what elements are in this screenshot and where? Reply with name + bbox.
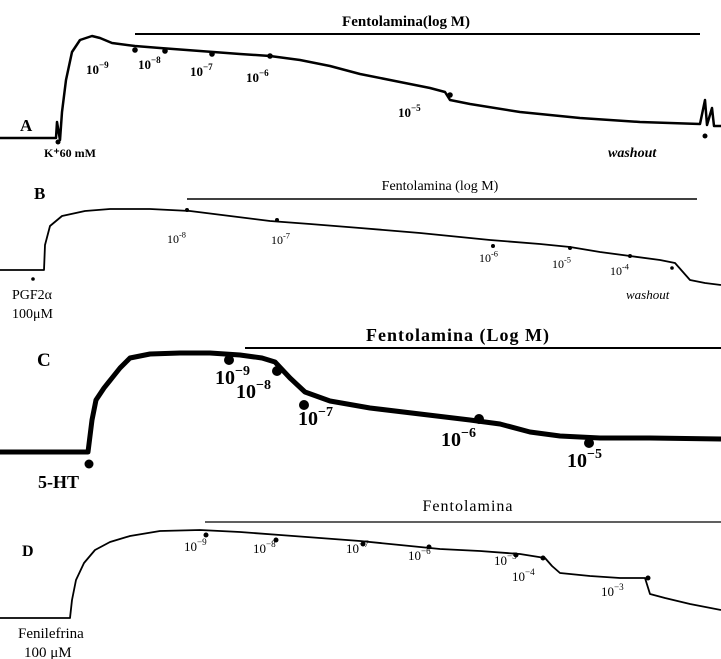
panel-letter: B (34, 184, 45, 203)
dose-marker (541, 556, 546, 561)
stimulus-label: 5-HT (38, 472, 79, 492)
dose-label: 10−4 (512, 567, 535, 584)
dose-label: 10−7 (298, 405, 333, 430)
dose-marker (491, 244, 495, 248)
dose-label: 10−9 (86, 60, 109, 77)
stimulus-label: PGF2α (12, 288, 53, 303)
dose-marker (56, 140, 61, 145)
dose-marker (267, 53, 273, 59)
dose-marker (646, 576, 651, 581)
dose-label: 10-4 (610, 263, 630, 278)
panel-a: A Fentolamina(log M) 10−9 10−8 10−7 10−6 10−5K… (0, 14, 721, 161)
dose-marker (275, 218, 279, 222)
dose-label: 10−6 (246, 68, 269, 85)
dose-marker (568, 246, 572, 250)
panel-letter: A (20, 116, 33, 135)
panel-letter: C (37, 350, 51, 371)
dose-marker (628, 254, 632, 258)
dose-marker (132, 47, 138, 53)
washout-label: washout (608, 146, 657, 161)
stimulus-concentration: 100μM (12, 307, 54, 322)
drug-bar-label: Fentolamina (423, 498, 514, 515)
dose-marker (185, 208, 189, 212)
panel-letter: D (22, 543, 34, 560)
dose-marker (474, 414, 484, 424)
dose-marker (703, 134, 708, 139)
dose-marker (209, 51, 215, 57)
stimulus-label: Fenilefrina (18, 626, 84, 642)
dose-label: 10−9 (184, 537, 207, 554)
dose-label: 10−5 (567, 447, 602, 472)
dose-marker (670, 266, 674, 270)
dose-label: 10-7 (271, 232, 290, 247)
washout-label: washout (626, 287, 670, 302)
dose-label: 10-8 (167, 231, 186, 246)
dose-label: 10−6 (441, 426, 476, 451)
tension-trace (0, 353, 721, 452)
dose-label: 10-6 (479, 250, 498, 265)
dose-label: 10−5 (494, 551, 517, 568)
dose-marker (162, 48, 168, 54)
dose-label: 10−7 (190, 62, 213, 79)
dose-label: 10−6 (408, 546, 431, 563)
stimulus-concentration: 100 μM (24, 645, 72, 659)
dose-marker (85, 460, 94, 469)
drug-bar-label: Fentolamina (log M) (382, 179, 499, 194)
drug-bar-label: Fentolamina (Log M) (366, 325, 550, 346)
tension-trace (0, 36, 721, 140)
dose-marker (272, 366, 282, 376)
dose-marker (31, 277, 35, 281)
panel-b: B Fentolamina (log M) 10-8 10-7 10-6 10-5 10-4… (0, 179, 721, 322)
stimulus-label: K⁺60 mM (44, 146, 96, 160)
dose-marker (447, 92, 453, 98)
dose-label: 10−8 (138, 55, 161, 72)
dose-marker (224, 355, 234, 365)
dose-label: 10−3 (601, 582, 624, 599)
dose-label: 10−7 (346, 539, 369, 556)
dose-label: 10−8 (236, 378, 271, 403)
dose-label: 10−5 (398, 103, 421, 120)
dose-label: 10−8 (253, 539, 276, 556)
drug-bar-label: Fentolamina(log M) (342, 14, 470, 30)
panel-d: D Fentolamina 10−9 10−8 10−7 10−6 10−510−4 10−3… (0, 498, 721, 659)
dose-label: 10-5 (552, 256, 571, 271)
